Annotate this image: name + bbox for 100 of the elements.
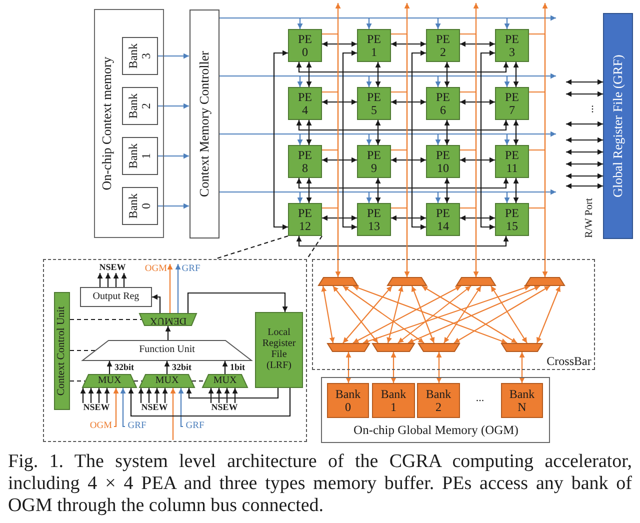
arrow [186, 388, 279, 399]
register-file-box: Local Register File (LRF) [255, 312, 303, 388]
caption: Fig. 1. The system level architecture of the CGRA computing accelerator, including 4 × 4 PEA and three types memory buffer. PEs access any bank of OGM through the column bus connected. [8, 451, 632, 517]
arrow [219, 73, 556, 79]
double-arrow [375, 62, 381, 87]
arrow [459, 33, 479, 278]
signal-label: GRF [125, 421, 149, 432]
double-arrow [480, 50, 495, 230]
signal-label: NSEW [96, 262, 129, 273]
arrow [113, 273, 119, 287]
crossbar-frame [312, 259, 595, 370]
double-arrow [273, 50, 288, 230]
double-arrow [519, 352, 525, 383]
double-arrow [342, 286, 392, 344]
double-arrow [444, 62, 450, 87]
arrow [158, 203, 189, 209]
double-arrow [460, 99, 495, 105]
double-arrow [391, 157, 426, 163]
processing-element-box: PE 13 [357, 203, 391, 236]
arrow [366, 192, 372, 203]
arrow [105, 273, 111, 287]
double-arrow [460, 215, 495, 221]
double-arrow [566, 137, 603, 143]
double-arrow [386, 286, 404, 344]
mux-trapezoid [525, 277, 565, 286]
arrow [335, 3, 341, 277]
double-arrow [513, 120, 519, 145]
double-arrow [362, 285, 530, 344]
mux-trapezoid: MUX [82, 374, 137, 388]
processing-element-box: PE 9 [357, 145, 391, 178]
memory-bank-box: Bank 1 [372, 383, 415, 418]
controller-box: Context Memory Controller [189, 9, 219, 238]
dashed-line [192, 380, 205, 382]
arrow [504, 192, 510, 203]
double-arrow [436, 352, 442, 383]
dashed-line [70, 350, 95, 352]
processing-element-box: PE 0 [288, 29, 322, 62]
double-arrow [536, 286, 561, 344]
processing-element-box: PE 8 [288, 145, 322, 178]
arrow [106, 361, 112, 374]
arrow [504, 76, 510, 87]
arrow [404, 3, 410, 277]
arrow [542, 3, 548, 277]
double-arrow [296, 120, 509, 131]
processing-element-box: PE 12 [288, 203, 322, 236]
double-arrow [411, 286, 435, 344]
mux-trapezoid [387, 277, 427, 286]
double-arrow [566, 183, 603, 189]
arrow [121, 273, 127, 287]
double-arrow [411, 50, 426, 230]
arrow [167, 264, 173, 313]
signal-label: NSEW [138, 403, 171, 413]
dashed-line [70, 380, 85, 382]
signal-label: OGM [143, 264, 169, 275]
double-arrow [391, 41, 426, 47]
processing-element-box: PE 7 [495, 87, 529, 120]
double-arrow [391, 99, 426, 105]
arrow [164, 361, 170, 374]
arrow [216, 388, 222, 403]
memory-bank-box: Bank 2 [122, 87, 158, 125]
arrow [104, 388, 110, 403]
memory-group-frame [321, 377, 550, 443]
double-arrow [513, 62, 519, 87]
double-arrow [352, 286, 462, 344]
arrow [152, 294, 161, 313]
arrow [158, 103, 189, 109]
signal-label: OGM [88, 421, 114, 432]
dashed-line [70, 318, 142, 320]
memory-bank-box: Bank 0 [122, 187, 158, 225]
signal-label: NSEW [208, 403, 241, 413]
double-arrow [342, 286, 424, 344]
double-arrow [322, 215, 357, 221]
mux-trapezoid [501, 343, 543, 352]
mux-trapezoid [318, 277, 358, 286]
double-arrow [306, 178, 312, 203]
double-arrow [342, 50, 357, 230]
arrow [162, 388, 168, 403]
signal-label: GRF [183, 421, 207, 432]
demux-trapezoid: DEMUX [139, 313, 197, 326]
double-arrow [422, 286, 518, 344]
edge-label: 32bit [114, 362, 136, 372]
memory-bank-box: Bank N [501, 383, 543, 418]
detail-frame [43, 259, 307, 442]
double-arrow [566, 79, 603, 85]
arrow [208, 388, 214, 403]
double-arrow [321, 286, 335, 344]
double-arrow [398, 286, 472, 344]
double-arrow [306, 120, 312, 145]
control-unit-box: Context Control Unit [54, 292, 70, 410]
arrow [297, 18, 303, 29]
arrow [158, 153, 189, 159]
arrow [128, 388, 291, 417]
double-arrow [296, 178, 509, 189]
double-arrow [346, 352, 352, 383]
arrow [187, 292, 288, 313]
arrow [175, 264, 181, 313]
arrow [154, 388, 160, 403]
double-arrow [391, 215, 426, 221]
double-arrow [322, 99, 357, 105]
double-arrow [566, 91, 603, 97]
